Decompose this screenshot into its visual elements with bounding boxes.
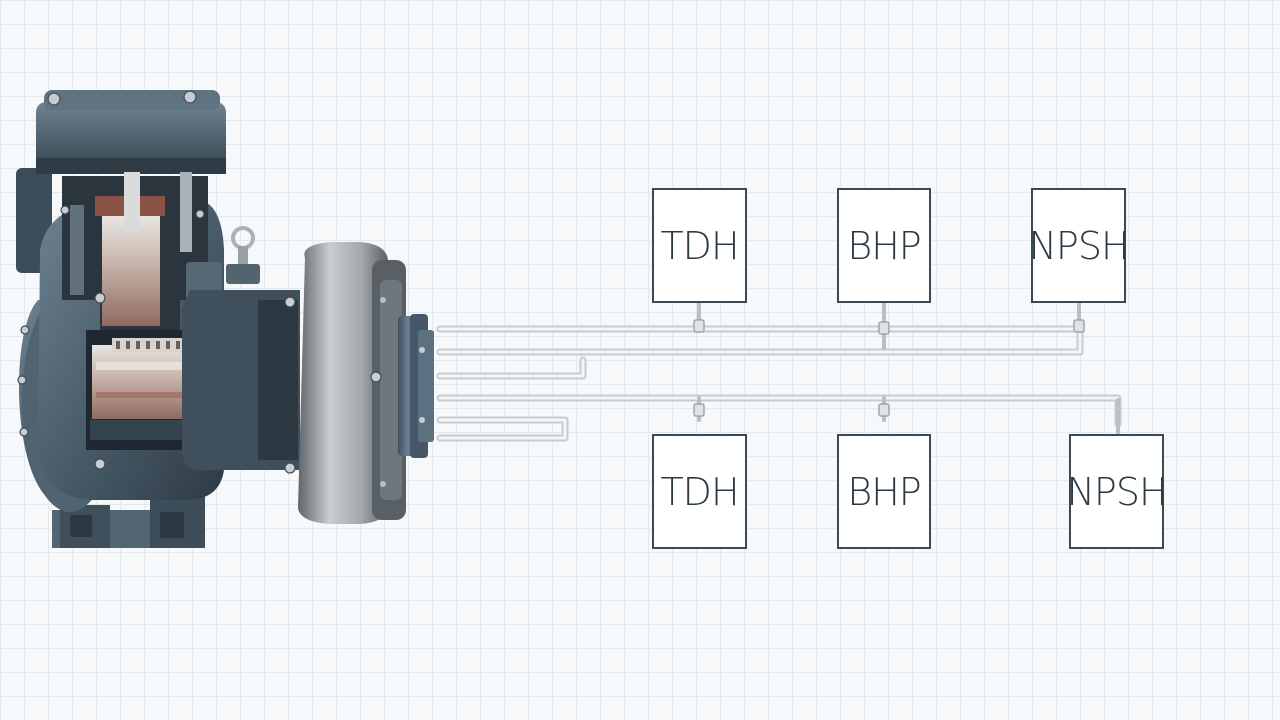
label-tdh-bottom: TDH — [660, 469, 739, 514]
label-npsh-top: NPSH — [1028, 223, 1129, 268]
label-bhp-top: BHP — [847, 223, 921, 268]
label-tdh-top: TDH — [660, 223, 739, 268]
pump-illustration — [16, 90, 434, 548]
label-box-bottom-tdh: TDH — [652, 434, 747, 549]
label-box-top-tdh: TDH — [652, 188, 747, 303]
label-box-bottom-npsh: NPSH — [1066, 434, 1168, 549]
label-npsh-bottom: NPSH — [1066, 469, 1167, 514]
label-bhp-bottom: BHP — [847, 469, 921, 514]
label-box-top-bhp: BHP — [837, 188, 931, 303]
label-box-bottom-bhp: BHP — [837, 434, 931, 549]
label-box-top-npsh: NPSH — [1028, 188, 1130, 303]
piping — [436, 298, 1122, 442]
